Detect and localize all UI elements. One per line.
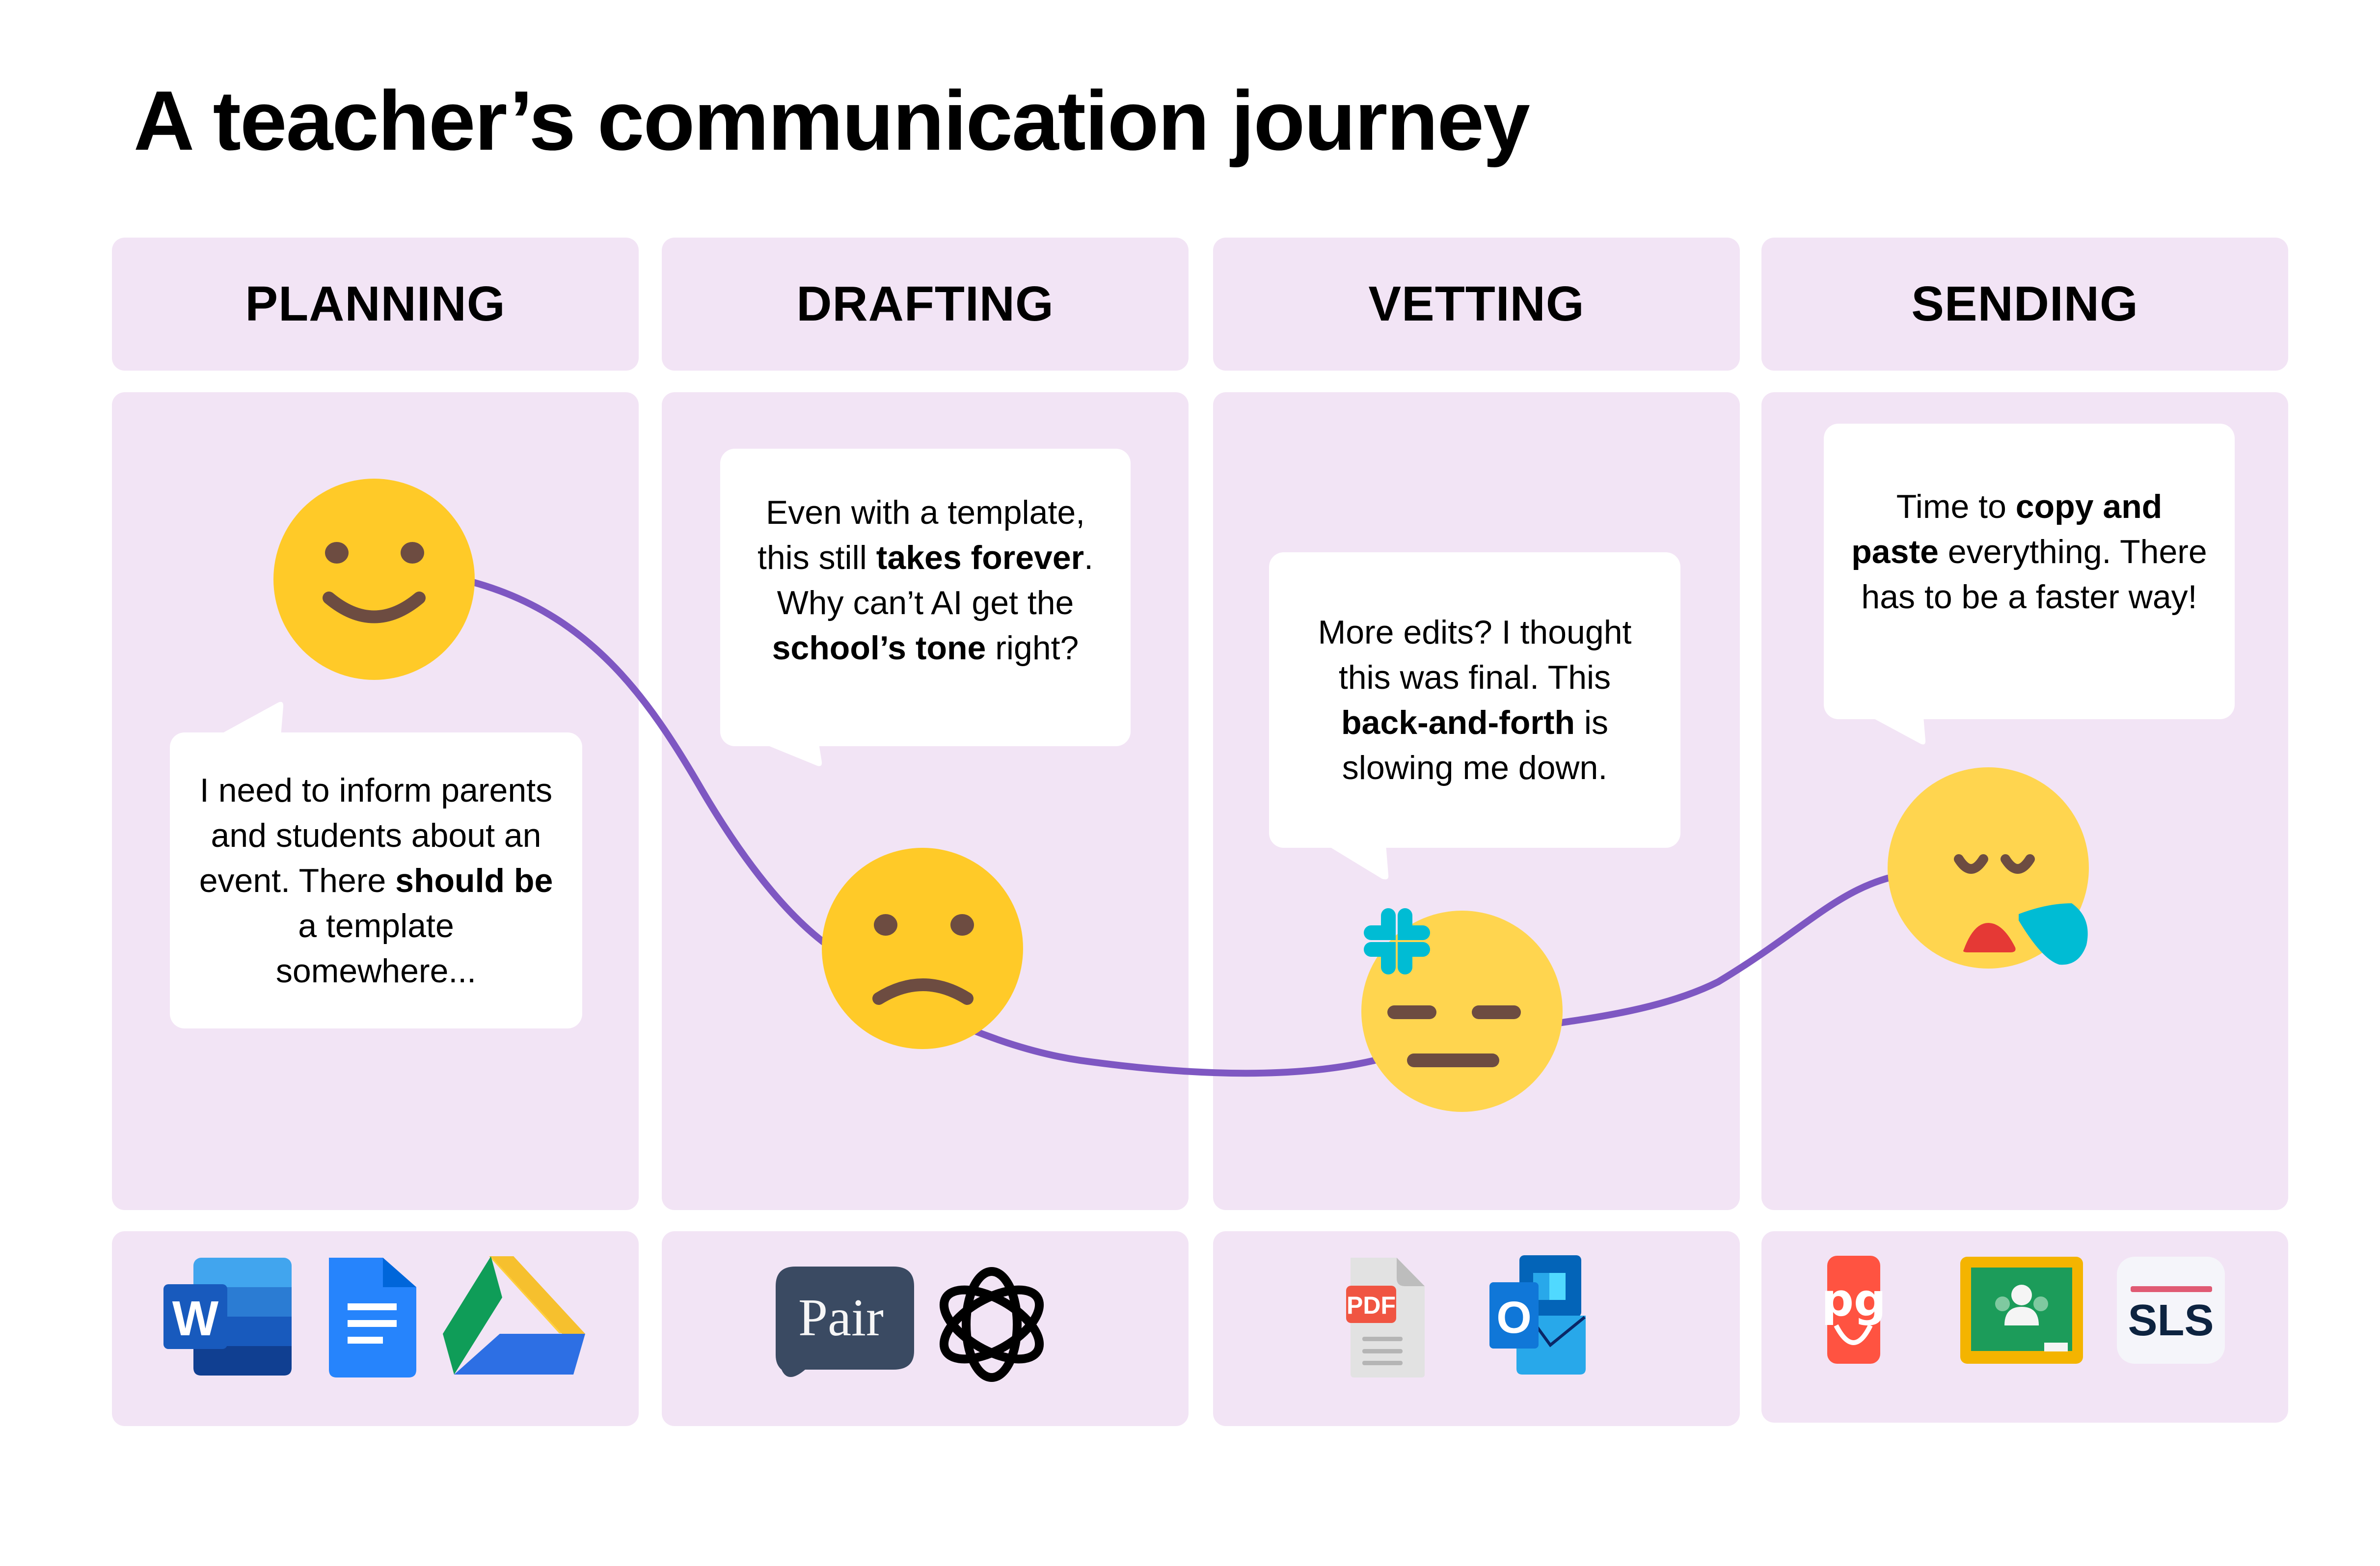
speech-bubble-drafting: Even with a template, this still takes f… [720,449,1131,746]
speech-bubble-vetting: More edits? I thought this was final. Th… [1269,552,1680,848]
svg-text:O: O [1496,1293,1532,1343]
word-icon: W [163,1258,292,1376]
stage-label: PLANNING [245,276,506,331]
tools-panel-drafting [662,1231,1189,1426]
svg-text:W: W [172,1291,219,1346]
emotion-journey-line [468,578,1933,1077]
svg-text:PDF: PDF [1347,1292,1396,1319]
pdf-icon: PDF [1346,1258,1425,1377]
stage-label: SENDING [1911,276,2138,331]
outlook-icon: O [1489,1255,1586,1375]
bubble-tail-drafting [763,744,822,766]
stage-label: VETTING [1368,276,1585,331]
bubble-tail-planning [221,702,284,736]
google-classroom-icon [1960,1257,2083,1364]
sweat-drop-icon [2019,903,2088,965]
sad-face-icon [822,848,1023,1049]
bubble-tail-vetting [1325,844,1389,880]
annoyed-face-icon [1361,908,1563,1112]
tired-sweat-face-icon [1888,767,2089,969]
stage-header-vetting: VETTING [1213,238,1740,371]
sls-icon: SLS [2117,1257,2225,1364]
page-title: A teacher’s communication journey [134,74,1530,168]
stage-header-planning: PLANNING [112,238,639,371]
anger-symbol-icon [1364,908,1430,974]
svg-text:pg: pg [1821,1274,1886,1326]
speech-bubble-sending: Time to copy and paste everything. There… [1824,424,2235,719]
svg-text:Pair: Pair [798,1289,884,1347]
stage-header-drafting: DRAFTING [662,238,1189,371]
stage-label: DRAFTING [796,276,1054,331]
bubble-tail-sending [1870,717,1926,745]
quote-text: Time to copy and paste everything. There… [1851,488,2207,616]
tools-panel-vetting [1213,1231,1740,1426]
happy-face-icon [273,479,475,680]
pair-icon: Pair [776,1267,914,1377]
speech-bubble-planning: I need to inform parents and students ab… [170,732,582,1028]
quote-text: Even with a template, this still takes f… [757,494,1094,667]
parents-gateway-icon: pg [1821,1256,1886,1364]
svg-text:SLS: SLS [2128,1296,2214,1345]
google-docs-icon [329,1258,416,1377]
openai-icon [939,1267,1044,1382]
quote-text: More edits? I thought this was final. Th… [1318,614,1632,786]
google-drive-icon [443,1256,585,1375]
stage-header-sending: SENDING [1761,238,2288,371]
quote-text: I need to inform parents and students ab… [199,771,553,990]
